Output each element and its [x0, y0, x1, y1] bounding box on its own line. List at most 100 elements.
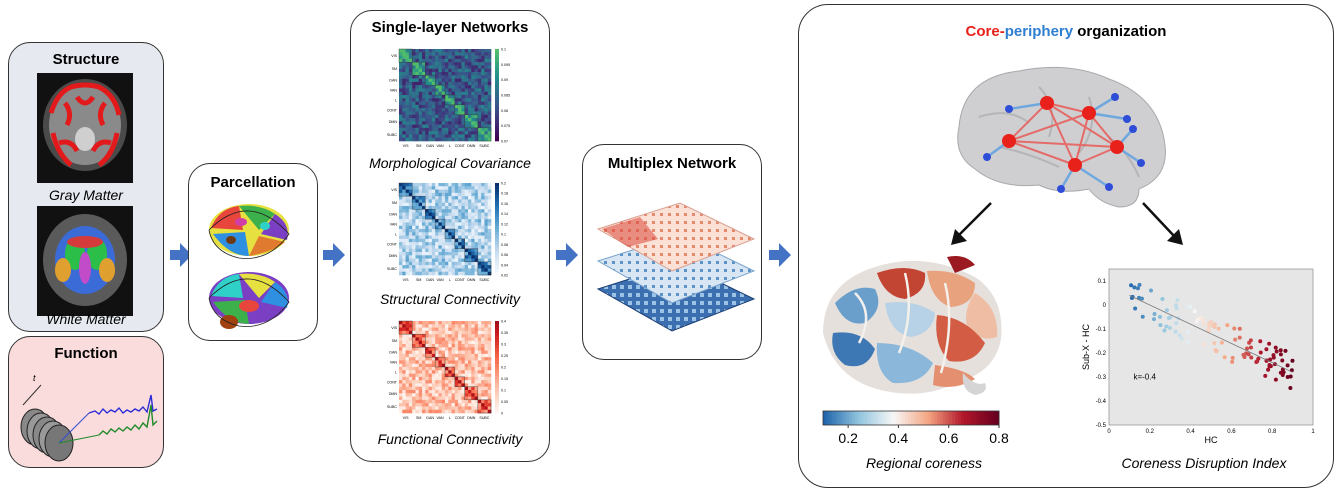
coreness-colorbar-step	[943, 411, 947, 425]
matrix-col-tick: DAN	[426, 278, 434, 282]
scatter-y-tick: -0.5	[1096, 423, 1107, 429]
core-periphery-title: Core-periphery organization	[799, 23, 1333, 40]
matrix-colorbar-step	[495, 363, 499, 368]
matrix-colorbar-step	[495, 216, 499, 221]
coreness-colorbar-step	[981, 411, 985, 425]
scatter-point	[1164, 324, 1169, 329]
matrix-colorbar-step	[495, 201, 499, 205]
coreness-colorbar-step	[867, 411, 871, 425]
matrix-col-tick: DMN	[467, 278, 476, 282]
coreness-colorbar-step	[969, 411, 973, 425]
coreness-colorbar-step	[993, 411, 997, 425]
matrix-colorbar-step	[495, 98, 499, 102]
coreness-colorbar-step	[952, 411, 956, 425]
scatter-point	[1186, 329, 1191, 334]
arrow-to-core-periphery	[769, 243, 791, 267]
scatter-x-tick: 0.8	[1268, 429, 1277, 435]
coreness-colorbar-step	[858, 411, 862, 425]
cdi-label: Coreness Disruption Index	[1121, 455, 1287, 471]
coreness-colorbar-step	[946, 411, 950, 425]
matrix-colorbar-step	[495, 259, 499, 264]
function-title: Function	[54, 345, 118, 362]
matrix-col-tick: VAN	[437, 144, 445, 148]
multiplex-layer-stack	[596, 202, 756, 332]
matrix-row-tick: CONT	[387, 108, 398, 112]
matrix-colorbar-step	[495, 406, 499, 411]
matrix-colorbar-step	[495, 113, 499, 117]
scatter-point	[1219, 340, 1224, 345]
white-matter-brain-image	[37, 206, 133, 316]
function-panel: Function t	[8, 336, 164, 468]
arrow-to-regional-coreness	[951, 202, 992, 245]
matrix-colorbar-step	[495, 370, 499, 374]
matrix-colorbar-step	[495, 330, 499, 334]
structure-title: Structure	[52, 51, 120, 68]
coreness-colorbar-step	[966, 411, 971, 425]
matrix-colorbar-step	[495, 52, 499, 56]
matrix-colorbar-step	[495, 207, 499, 211]
scatter-point	[1230, 355, 1235, 360]
coreness-colorbar-step	[975, 411, 979, 425]
matrix-cells	[399, 49, 492, 142]
coreness-colorbar-step	[928, 411, 932, 425]
matrix-colorbar-step	[495, 79, 499, 84]
coreness-colorbar-step	[963, 411, 968, 425]
matrix-colorbar-step	[495, 235, 499, 239]
scatter-point	[1267, 341, 1272, 346]
time-axis-arrow	[22, 384, 42, 406]
matrix-colorbar-step	[495, 385, 499, 389]
coreness-colorbar-step	[949, 411, 953, 425]
matrix-row-tick: DMN	[389, 120, 398, 124]
coreness-colorbar-step	[902, 411, 906, 425]
fmri-volume-stack	[20, 408, 74, 462]
scatter-point	[1157, 314, 1162, 319]
gray-matter-brain-image	[37, 73, 133, 183]
matrix-colorbar-step	[495, 345, 499, 349]
matrix-colorbar-step	[495, 253, 499, 257]
matrix-colorbar-step	[495, 271, 499, 276]
matrix-colorbar-tick: 0.1	[501, 389, 506, 393]
matrix-colorbar-step	[495, 360, 499, 365]
matrix-colorbar-step	[495, 225, 499, 230]
matrix-colorbar-step	[495, 61, 499, 65]
coreness-colorbar-step	[823, 411, 827, 425]
scatter-x-tick: 1	[1311, 429, 1315, 435]
matrix-colorbar-step	[495, 400, 499, 405]
scatter-point	[1271, 353, 1276, 358]
matrix-colorbar-step	[495, 189, 499, 193]
title-rest: organization	[1073, 23, 1167, 40]
matrix-colorbar-step	[495, 262, 499, 267]
scatter-point	[1209, 319, 1214, 324]
scatter-point	[1285, 375, 1290, 380]
scatter-point	[1186, 340, 1191, 345]
matrix-colorbar-tick: 0.08	[501, 109, 508, 113]
matrix-colorbar-tick: 0.085	[501, 94, 510, 98]
coreness-colorbar-step	[937, 411, 941, 425]
matrix-colorbar-step	[495, 82, 499, 87]
matrix-colorbar-tick: 0.1	[501, 48, 506, 52]
scatter-point	[1288, 386, 1293, 391]
scatter-ylabel: Sub-X - HC	[1081, 323, 1091, 370]
matrix-col-tick: DAN	[426, 144, 434, 148]
matrix-colorbar-step	[495, 409, 499, 414]
matrix-colorbar-step	[495, 110, 499, 114]
matrix-colorbar-step	[495, 373, 499, 377]
scatter-point	[1151, 317, 1156, 322]
scatter-point	[1179, 336, 1184, 341]
scatter-x-tick: 0.2	[1146, 429, 1155, 435]
functional-connectivity-label: Functional Connectivity	[377, 431, 523, 447]
matrix-row-tick: SM	[392, 339, 397, 343]
matrix-row-tick: SUBC	[387, 405, 397, 409]
matrix-row-tick: VIS	[391, 326, 397, 330]
matrix-colorbar-step	[495, 70, 499, 74]
scatter-point	[1290, 358, 1295, 363]
coreness-colorbar-step	[861, 411, 865, 425]
core-edges	[1008, 102, 1118, 166]
coreness-colorbar-step	[834, 411, 839, 425]
matrix-col-tick: VIS	[403, 416, 409, 420]
scatter-point	[1140, 314, 1145, 319]
scatter-y-tick: 0	[1103, 303, 1107, 309]
scatter-point	[1268, 357, 1273, 362]
core-nodes	[1002, 96, 1124, 172]
gray-matter-label: Gray Matter	[49, 187, 123, 203]
